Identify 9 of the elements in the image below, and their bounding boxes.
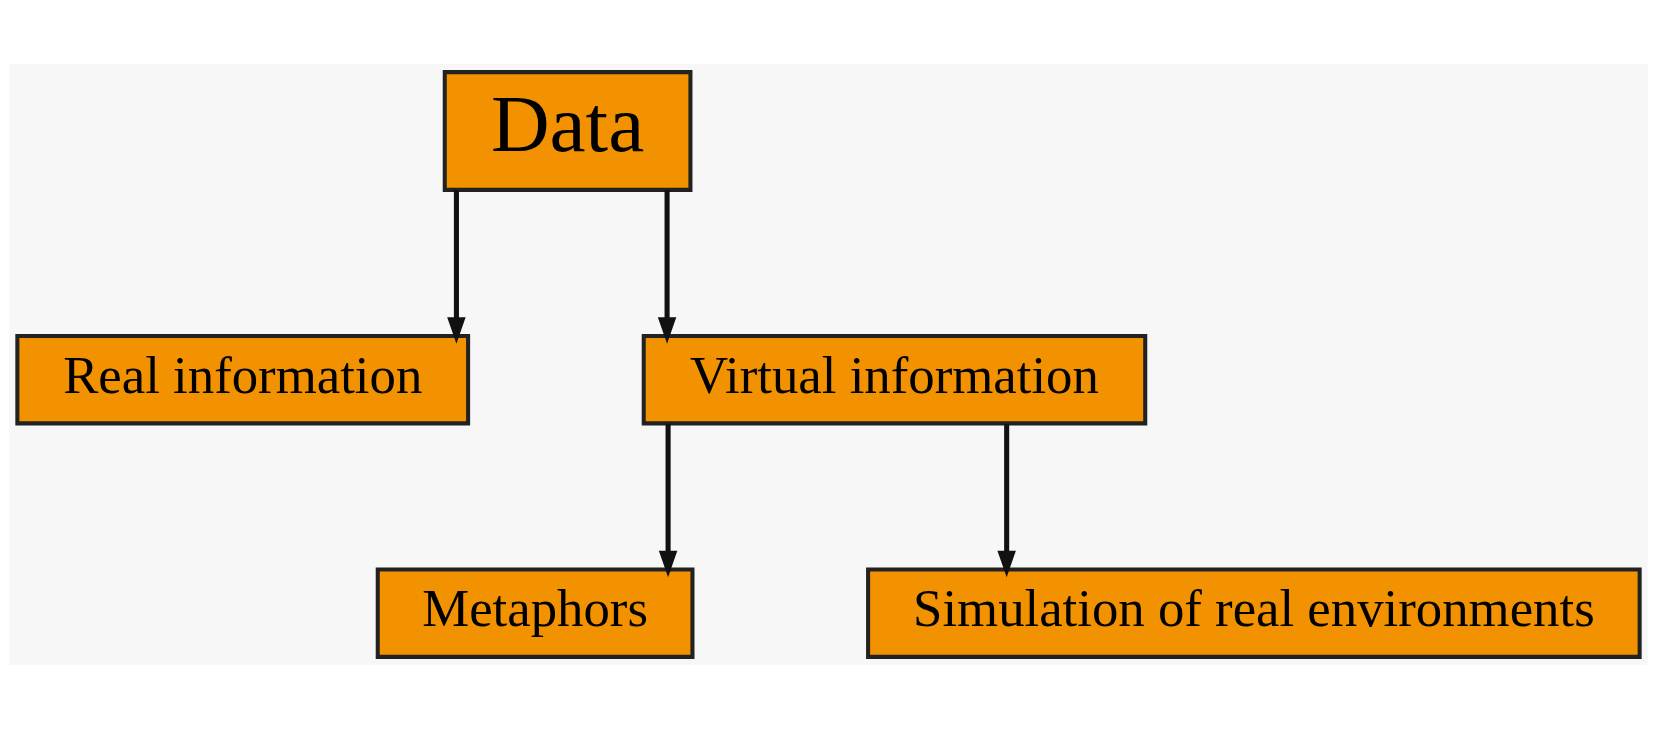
node-box: Virtual information — [641, 334, 1148, 426]
node-box: Metaphors — [375, 567, 695, 659]
node-box: Simulation of real environments — [866, 567, 1642, 659]
arrow — [447, 189, 466, 344]
arrow — [658, 423, 678, 578]
arrow — [997, 423, 1016, 578]
node-box: Data — [442, 70, 693, 192]
arrow — [657, 189, 677, 344]
node-box: Real information — [15, 334, 471, 426]
